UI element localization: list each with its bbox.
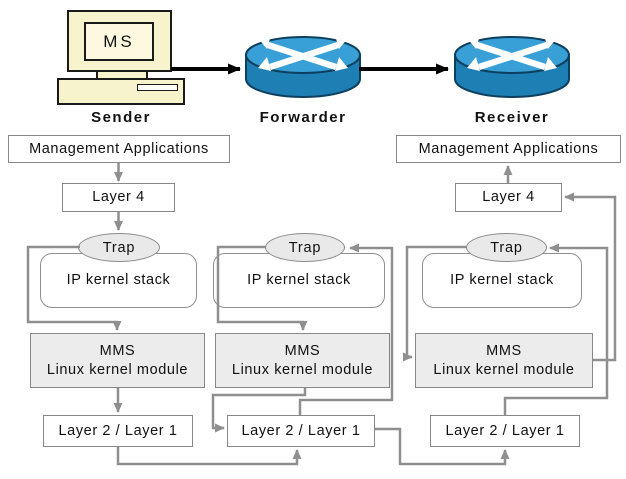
receiver-ip-kernel-stack-box: IP kernel stack [422,253,582,308]
receiver-label: Receiver [474,109,550,126]
forwarder-router-icon [245,35,361,98]
sender-mms-subtitle: Linux kernel module [46,361,189,378]
arrow-forwarder-mms-to-layer21 [211,388,307,433]
sender-label: Sender [91,109,151,126]
receiver-mms-box: MMS Linux kernel module [415,333,593,388]
sender-mms-box: MMS Linux kernel module [30,333,205,388]
sender-mms-title: MMS [99,342,136,359]
computer-base [57,78,185,105]
receiver-router-icon [454,35,570,98]
arrow-forwarder-trap-to-mms [216,245,308,331]
arrow-forwarder-layer21-to-receiver-layer21 [375,427,510,466]
receiver-layer2-layer1-box: Layer 2 / Layer 1 [430,415,580,447]
arrow-sender-trap-to-mms [26,245,122,331]
sender-layer2-layer1-box: Layer 2 / Layer 1 [43,415,193,447]
sender-management-applications-box: Management Applications [8,135,230,163]
sender-layer4-box: Layer 4 [62,183,175,212]
arrow-receiver-layer21-to-trap [503,243,609,415]
forwarder-ip-kernel-stack-box: IP kernel stack [213,253,385,308]
computer-screen: MS [84,22,154,61]
screen-text: MS [103,31,135,51]
forwarder-trap-ellipse: Trap [265,233,345,262]
forwarder-label: Forwarder [259,109,347,126]
arrow-sender-layer21-to-forwarder-layer21 [116,447,302,466]
arrow-forwarder-layer21-to-trap [298,243,394,415]
receiver-mms-subtitle: Linux kernel module [433,361,575,378]
floppy-slot [137,84,178,91]
sender-trap-ellipse: Trap [78,233,160,262]
forwarder-mms-title: MMS [284,342,321,359]
forwarder-layer2-layer1-box: Layer 2 / Layer 1 [227,415,375,447]
arrow-receiver-mms-to-layer4 [564,192,617,362]
receiver-layer4-box: Layer 4 [455,183,562,212]
arrow-receiver-trap-to-mms [403,245,467,362]
receiver-trap-ellipse: Trap [466,233,547,262]
receiver-mms-title: MMS [486,342,522,359]
receiver-management-applications-box: Management Applications [396,135,621,163]
forwarder-mms-box: MMS Linux kernel module [215,333,390,388]
forwarder-mms-subtitle: Linux kernel module [231,361,374,378]
